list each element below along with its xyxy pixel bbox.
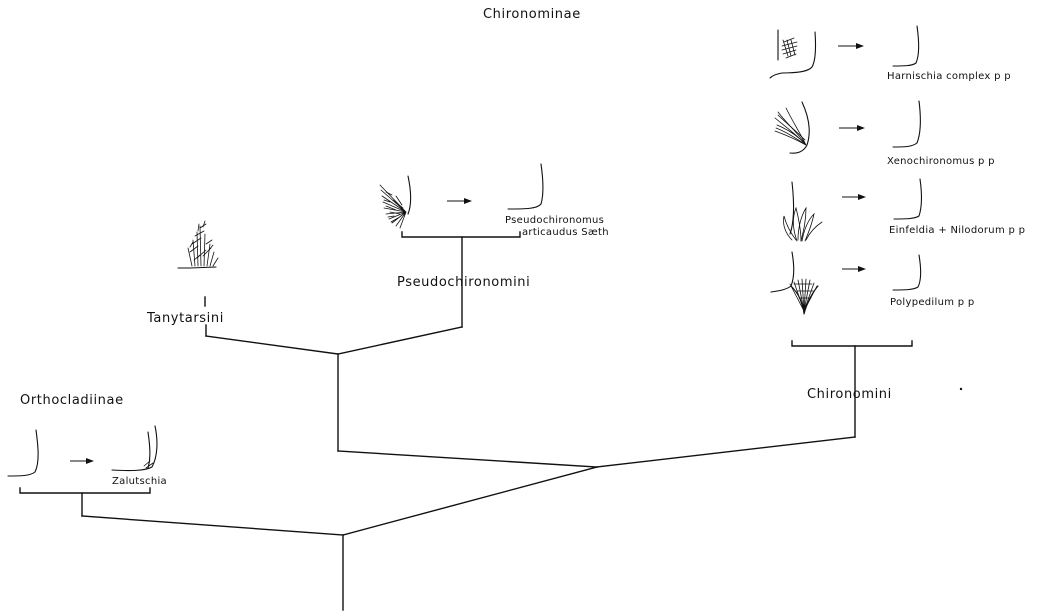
label-chironomini: Chironomini [807, 387, 892, 402]
sketch-einfeldia-loops [783, 182, 822, 241]
branch-chironominae [343, 467, 597, 535]
label-polypedilum: Polypedilum p p [890, 297, 975, 308]
bracket-orthocladiinae [20, 488, 150, 493]
sketch-orthocladiinae-plain [8, 430, 38, 476]
sketch-harnischia-comb [770, 30, 816, 78]
label-pseudochironomini: Pseudochironomini [397, 275, 530, 290]
sketch-zalutschia [112, 426, 157, 471]
label-harnischia: Harnischia complex p p [887, 71, 1011, 82]
label-xenochironomus: Xenochironomus p p [887, 156, 995, 167]
label-pseudochironomus-1: Pseudochironomus [505, 215, 604, 226]
sketch-einfeldia-plain [894, 179, 921, 219]
label-einfeldia: Einfeldia + Nilodorum p p [889, 225, 1025, 236]
sketch-harnischia-plain [893, 26, 919, 66]
branch-orthocladiinae [82, 516, 343, 535]
label-orthocladiinae: Orthocladiinae [20, 393, 124, 408]
label-pseudochironomus-2: articaudus Sæth [522, 227, 609, 238]
bracket-pseudochironomini [402, 232, 520, 237]
sketch-xenochironomus-bundle [775, 102, 809, 153]
sketch-polypedilum-fan [771, 252, 818, 314]
branch-chironomini [597, 437, 855, 467]
sketch-xenochironomus-plain [893, 101, 920, 147]
arrow-polypedilum [842, 266, 866, 272]
branch-tanytarsini [206, 336, 338, 354]
label-tanytarsini: Tanytarsini [146, 311, 224, 326]
sketch-polypedilum-plain [893, 255, 921, 290]
tree-branches [82, 237, 855, 610]
sketch-pseudochironomus-plain [508, 164, 543, 209]
arrow-pseudochironomus [447, 198, 472, 204]
label-zalutschia: Zalutschia [112, 476, 167, 487]
branch-pseudochironomini [338, 327, 462, 354]
branch-tanytarsini-pseudochironomini [338, 451, 597, 467]
bracket-chironomini [792, 341, 912, 346]
sketch-pseudochironomini-fan [380, 176, 411, 228]
arrow-harnischia [838, 43, 864, 49]
labels: Chironominae Orthocladiinae Tanytarsini … [20, 7, 1025, 487]
stray-dot [960, 388, 962, 390]
arrow-xenochironomus [839, 125, 865, 131]
sketch-tanytarsini [178, 221, 218, 268]
label-chironominae: Chironominae [483, 7, 581, 22]
arrow-orthocladiinae [70, 458, 94, 464]
brackets [20, 232, 912, 493]
arrow-einfeldia [842, 194, 866, 200]
